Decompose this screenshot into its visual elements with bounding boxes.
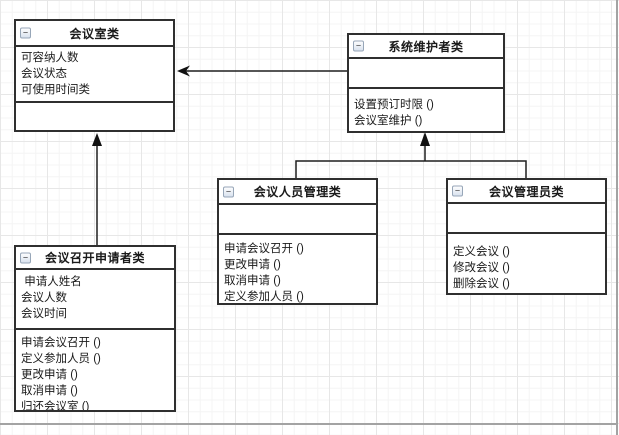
- connector-applicant-to-room[interactable]: [92, 133, 102, 245]
- class-title: 会议召开申请者类: [44, 251, 145, 265]
- class-box-meeting-applicant[interactable]: − 会议召开申请者类 申请人姓名 会议人数 会议时间 申请会议召开 () 定义参…: [14, 245, 176, 412]
- collapse-icon[interactable]: −: [353, 40, 364, 52]
- collapse-icon[interactable]: −: [20, 252, 31, 263]
- class-method: 更改申请 (): [21, 369, 78, 381]
- attributes-compartment: [448, 204, 605, 234]
- methods-compartment: 设置预订时限 () 会议室维护 (): [349, 89, 503, 131]
- attributes-compartment: [349, 59, 503, 89]
- class-method: 申请会议召开 (): [21, 337, 101, 349]
- class-box-personnel-manager[interactable]: − 会议人员管理类 申请会议召开 () 更改申请 () 取消申请 () 定义参加…: [217, 178, 378, 305]
- class-title: 系统维护者类: [388, 39, 464, 54]
- methods-compartment: [16, 103, 173, 130]
- class-title: 会议室类: [69, 26, 120, 41]
- page-boundary-right: [616, 0, 618, 435]
- connector-maintainer-to-room[interactable]: [177, 65, 347, 77]
- connector-managers-to-maintainer[interactable]: [295, 132, 527, 178]
- class-method: 会议室维护 (): [354, 115, 423, 127]
- class-attribute: 申请人姓名: [21, 276, 82, 288]
- class-box-system-maintainer[interactable]: − 系统维护者类 设置预订时限 () 会议室维护 (): [347, 33, 505, 133]
- class-method: 取消申请 (): [21, 385, 78, 397]
- class-box-meeting-admin[interactable]: − 会议管理员类 定义会议 () 修改会议 () 删除会议 (): [446, 178, 607, 295]
- methods-compartment: 申请会议召开 () 定义参加人员 () 更改申请 () 取消申请 () 归还会议…: [16, 330, 174, 410]
- class-attribute: 会议时间: [21, 308, 67, 320]
- methods-compartment: 定义会议 () 修改会议 () 删除会议 (): [448, 234, 605, 293]
- class-method: 申请会议召开 (): [224, 243, 304, 255]
- class-attribute: 可容纳人数: [21, 52, 79, 64]
- arrowhead-left-icon: [177, 65, 190, 77]
- class-box-meeting-room[interactable]: − 会议室类 可容纳人数 会议状态 可使用时间类: [14, 19, 175, 132]
- class-title: 会议管理员类: [488, 184, 564, 199]
- attributes-compartment: 可容纳人数 会议状态 可使用时间类: [16, 47, 173, 103]
- class-attribute: 会议人数: [21, 292, 67, 304]
- class-method: 修改会议 (): [453, 262, 510, 274]
- page-boundary-bottom: [0, 423, 617, 425]
- class-title: 会议人员管理类: [253, 185, 342, 199]
- class-method: 归还会议室 (): [21, 401, 90, 410]
- class-method: 定义会议 (): [453, 246, 510, 258]
- class-method: 设置预订时限 (): [354, 99, 434, 111]
- collapse-icon[interactable]: −: [223, 186, 234, 197]
- attributes-compartment: [219, 205, 376, 235]
- class-method: 取消申请 (): [224, 275, 281, 287]
- class-method: 删除会议 (): [453, 278, 510, 290]
- class-method: 定义参加人员 (): [224, 291, 304, 303]
- attributes-compartment: 申请人姓名 会议人数 会议时间: [16, 270, 174, 330]
- arrowhead-up-icon: [420, 132, 430, 146]
- class-method: 更改申请 (): [224, 259, 281, 271]
- class-method: 定义参加人员 (): [21, 353, 101, 365]
- methods-compartment: 申请会议召开 () 更改申请 () 取消申请 () 定义参加人员 (): [219, 235, 376, 303]
- collapse-icon[interactable]: −: [20, 27, 31, 39]
- collapse-icon[interactable]: −: [452, 185, 463, 197]
- class-attribute: 可使用时间类: [21, 84, 90, 96]
- arrowhead-up-icon: [92, 133, 102, 146]
- class-attribute: 会议状态: [21, 68, 67, 80]
